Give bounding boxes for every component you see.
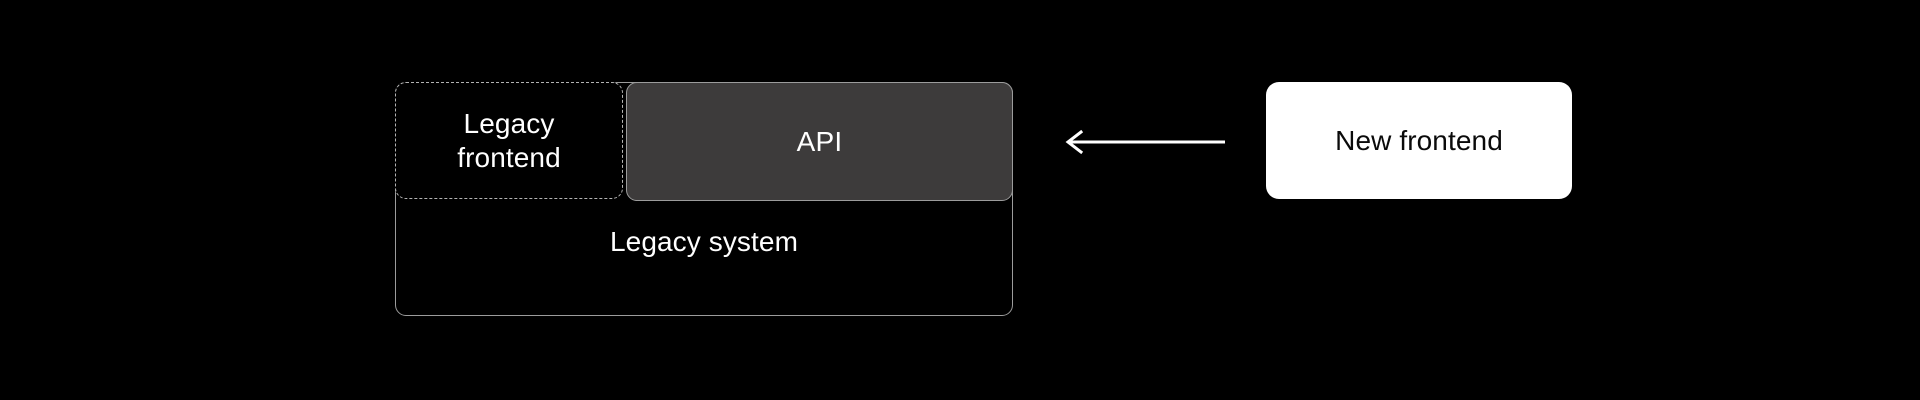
node-api[interactable]: API (626, 82, 1013, 201)
edge-new-frontend-to-api (1060, 126, 1225, 158)
node-legacy-frontend-label: Legacy frontend (457, 107, 561, 173)
arrow-left-icon (1065, 129, 1225, 155)
node-legacy-system-label: Legacy system (609, 226, 799, 257)
node-legacy-frontend[interactable]: Legacy frontend (395, 82, 623, 199)
node-api-label: API (796, 125, 843, 157)
node-legacy-system[interactable]: Legacy system (395, 82, 1013, 316)
node-new-frontend[interactable]: New frontend (1266, 82, 1572, 199)
node-new-frontend-label: New frontend (1335, 124, 1503, 156)
